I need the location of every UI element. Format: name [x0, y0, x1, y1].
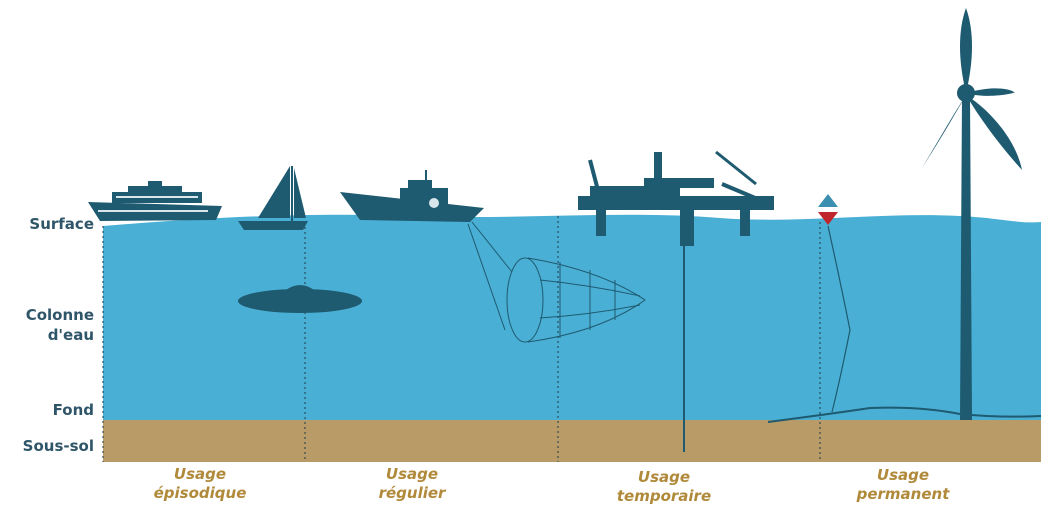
fishing-boat-icon: [340, 170, 484, 222]
usage-separators: [102, 216, 821, 462]
usage-temporaire-label: Usage temporaire: [594, 468, 734, 506]
oil-platform-icon: [578, 150, 774, 452]
usage-permanent-label: Usage permanent: [833, 466, 973, 504]
buoy-icon: [818, 194, 851, 413]
usage-episodique-label: Usage épisodique: [130, 465, 270, 503]
water-column-label-line2: d'eau: [47, 326, 94, 344]
cruise-ship-icon: [88, 181, 222, 221]
sous-sol-band: [103, 420, 1041, 462]
sous-sol-label: Sous-sol: [22, 437, 94, 455]
sailboat-icon: [238, 166, 308, 230]
usage-temporaire-line2: temporaire: [616, 487, 712, 505]
usage-regulier-line2: régulier: [378, 484, 446, 502]
usage-permanent-line2: permanent: [856, 485, 950, 503]
usage-episodique-line2: épisodique: [153, 484, 247, 502]
seabed-cable: [767, 406, 1041, 423]
wind-turbine-icon: [922, 8, 1022, 420]
water-column: [103, 214, 1041, 420]
water-column-label-line1: Colonne: [25, 306, 94, 324]
submarine-icon: [238, 285, 362, 313]
trawl-net-icon: [467, 221, 646, 343]
surface-label: Surface: [29, 215, 94, 233]
usage-regulier-line1: Usage: [385, 465, 439, 483]
usage-episodique-line1: Usage: [173, 465, 227, 483]
fond-label: Fond: [52, 401, 94, 419]
usage-temporaire-line1: Usage: [637, 468, 691, 486]
water-column-label: Colonne d'eau: [0, 305, 94, 345]
usage-regulier-label: Usage régulier: [342, 465, 482, 503]
usage-permanent-line1: Usage: [876, 466, 930, 484]
